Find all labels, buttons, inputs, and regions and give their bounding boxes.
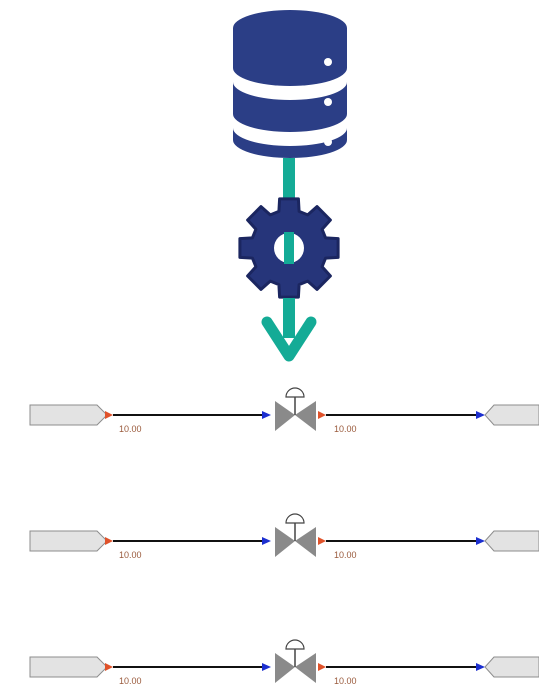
process-row: 10.00 10.00	[29, 387, 539, 434]
inlet-flow-label: 10.00	[119, 550, 142, 560]
database-top-disk	[233, 10, 347, 86]
database-dot-2	[324, 98, 332, 106]
inlet-port	[105, 411, 113, 419]
valve-left-body	[275, 401, 295, 431]
product-stream[interactable]	[484, 530, 539, 552]
valve-icon[interactable]	[275, 387, 316, 431]
data-pipe-top	[283, 158, 295, 198]
inlet-flow-label: 10.00	[119, 676, 142, 686]
process-row: 10.00 10.00	[29, 639, 539, 686]
product-stream[interactable]	[484, 656, 539, 678]
valve-right-body	[295, 653, 316, 683]
feed-stream[interactable]	[29, 530, 108, 552]
valve-right-body	[295, 401, 316, 431]
data-pipe-middle	[284, 232, 294, 264]
arrow-down-icon	[261, 316, 317, 362]
outlet-port	[476, 537, 485, 545]
inlet-port	[105, 663, 113, 671]
outlet-flow-label: 10.00	[334, 550, 357, 560]
feed-stream[interactable]	[29, 656, 108, 678]
process-row: 10.00 10.00	[29, 513, 539, 560]
valve-left-body	[275, 527, 295, 557]
outlet-port	[476, 411, 485, 419]
data-pipe	[238, 158, 340, 362]
inlet-port	[105, 537, 113, 545]
inlet-flow-label: 10.00	[119, 424, 142, 434]
valve-inlet-port	[262, 411, 271, 419]
feed-stream[interactable]	[29, 404, 108, 426]
product-stream[interactable]	[484, 404, 539, 426]
database-dot-1	[324, 58, 332, 66]
outlet-flow-label: 10.00	[334, 424, 357, 434]
database-bottom-disk	[233, 128, 347, 158]
valve-outlet-port	[318, 663, 326, 671]
process-rows: 10.00 10.00 10.00 10.00 10.00 10.00	[29, 387, 539, 686]
outlet-port	[476, 663, 485, 671]
database-icon	[233, 10, 347, 158]
valve-right-body	[295, 527, 316, 557]
valve-icon[interactable]	[275, 513, 316, 557]
valve-icon[interactable]	[275, 639, 316, 683]
valve-outlet-port	[318, 411, 326, 419]
database-middle-disk	[233, 82, 347, 132]
data-pipe-bottom	[283, 298, 295, 338]
outlet-flow-label: 10.00	[334, 676, 357, 686]
valve-left-body	[275, 653, 295, 683]
valve-actuator	[285, 513, 305, 524]
valve-outlet-port	[318, 537, 326, 545]
database-dot-3	[324, 138, 332, 146]
valve-inlet-port	[262, 537, 271, 545]
valve-actuator	[285, 639, 305, 650]
valve-inlet-port	[262, 663, 271, 671]
valve-actuator	[285, 387, 305, 398]
